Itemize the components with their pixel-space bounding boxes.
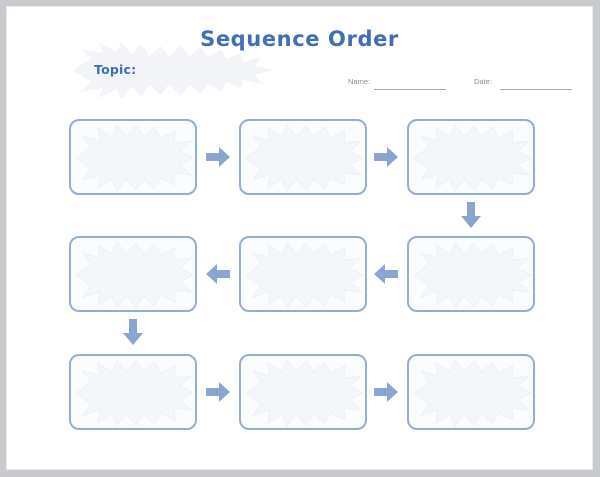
window-inner: Topic: Sequence Order Name: Date: (6, 6, 593, 470)
sequence-box-6[interactable] (69, 236, 197, 312)
sequence-box-7[interactable] (69, 354, 197, 430)
arrow-left-icon (206, 264, 230, 284)
starburst-icon (75, 241, 194, 309)
sequence-box-2[interactable] (239, 119, 367, 195)
sequence-box-5[interactable] (239, 236, 367, 312)
sequence-box-8[interactable] (239, 354, 367, 430)
sequence-box-4[interactable] (407, 236, 535, 312)
starburst-icon (75, 359, 194, 427)
arrow-left-icon (374, 264, 398, 284)
starburst-icon (413, 124, 532, 192)
name-label: Name: (348, 77, 371, 86)
starburst-icon (413, 241, 532, 309)
date-label: Date: (474, 77, 492, 86)
topic-field[interactable]: Topic: (69, 41, 279, 99)
page-title: Sequence Order (200, 27, 399, 51)
topic-label: Topic: (94, 62, 137, 77)
topic-starburst-icon (73, 42, 275, 99)
starburst-icon (245, 124, 364, 192)
sequence-box-1[interactable] (69, 119, 197, 195)
name-rule (374, 89, 446, 90)
worksheet-page: Topic: Sequence Order Name: Date: (7, 7, 592, 469)
arrow-down-icon (123, 319, 143, 345)
arrow-down-icon (461, 202, 481, 228)
arrow-right-icon (374, 147, 398, 167)
arrow-right-icon (206, 147, 230, 167)
starburst-icon (245, 359, 364, 427)
sequence-box-3[interactable] (407, 119, 535, 195)
arrow-right-icon (374, 382, 398, 402)
date-rule (500, 89, 572, 90)
starburst-icon (245, 241, 364, 309)
starburst-icon (413, 359, 532, 427)
arrow-right-icon (206, 382, 230, 402)
starburst-icon (75, 124, 194, 192)
sequence-box-9[interactable] (407, 354, 535, 430)
